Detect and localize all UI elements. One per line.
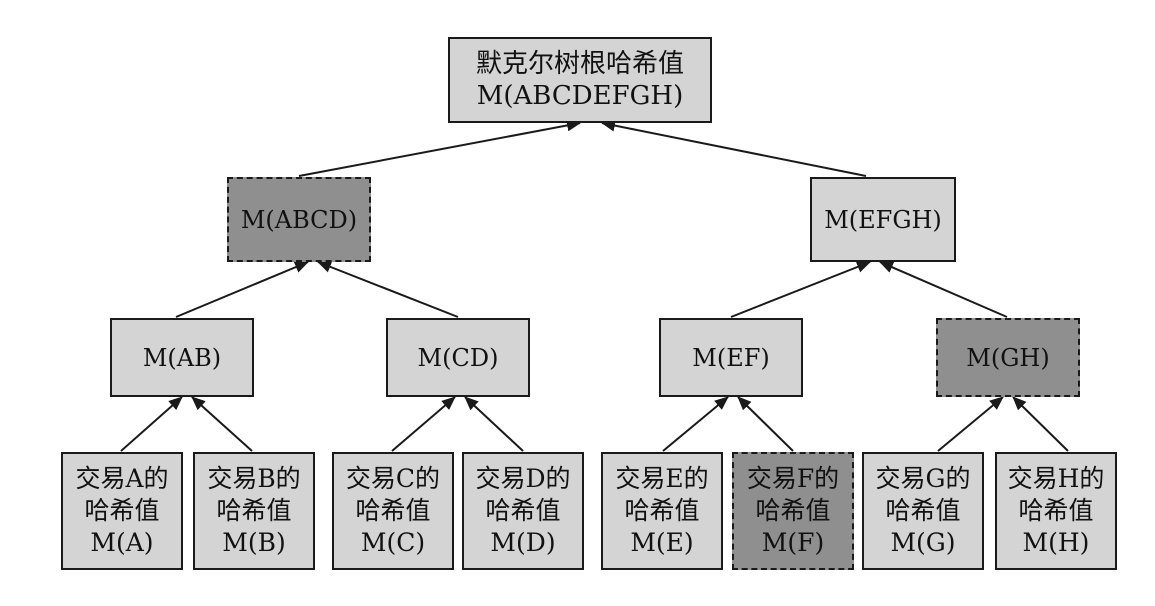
leaf-b-hash: M(B): [222, 528, 286, 557]
node-gh: M(GH): [936, 318, 1080, 397]
node-abcd-label: M(ABCD): [240, 205, 358, 234]
arrow-cd-to-abcd: [317, 261, 459, 318]
leaf-g-hash: M(G): [890, 528, 956, 557]
leaf-a: 交易A的 哈希值 M(A): [61, 452, 183, 570]
node-efgh: M(EFGH): [810, 177, 956, 262]
arrow-ef-to-efgh: [730, 261, 871, 318]
leaf-f-subtitle: 哈希值: [755, 496, 831, 525]
leaf-b-title: 交易B的: [207, 464, 301, 493]
leaf-d-title: 交易D的: [475, 464, 571, 493]
leaf-h-title: 交易H的: [1007, 464, 1105, 493]
node-ab-label: M(AB): [142, 343, 222, 372]
leaf-b-subtitle: 哈希值: [216, 496, 292, 525]
arrow-g-to-gh: [937, 396, 1004, 452]
node-cd-label: M(CD): [417, 343, 499, 372]
leaf-h-hash: M(H): [1022, 528, 1090, 557]
leaf-e-subtitle: 哈希值: [624, 496, 700, 525]
arrow-c-to-cd: [391, 396, 456, 452]
node-cd: M(CD): [386, 318, 530, 397]
arrow-abcd-to-root: [298, 119, 581, 177]
leaf-g-title: 交易G的: [875, 464, 971, 493]
leaf-a-hash: M(A): [90, 528, 154, 557]
leaf-a-title: 交易A的: [75, 464, 169, 493]
node-efgh-label: M(EFGH): [824, 205, 942, 234]
arrow-ab-to-abcd: [175, 261, 309, 318]
arrow-h-to-gh: [1012, 396, 1069, 452]
leaf-d: 交易D的 哈希值 M(D): [462, 452, 584, 570]
leaf-h: 交易H的 哈希值 M(H): [995, 452, 1117, 570]
leaf-c-title: 交易C的: [345, 464, 441, 493]
node-ef-label: M(EF): [692, 343, 770, 372]
leaf-g: 交易G的 哈希值 M(G): [862, 452, 984, 570]
leaf-g-subtitle: 哈希值: [885, 496, 961, 525]
leaf-d-hash: M(D): [490, 528, 556, 557]
leaf-e-hash: M(E): [630, 528, 694, 557]
node-ab: M(AB): [110, 318, 254, 397]
arrow-d-to-cd: [464, 396, 524, 452]
leaf-c-hash: M(C): [360, 528, 426, 557]
leaf-h-subtitle: 哈希值: [1018, 496, 1094, 525]
arrow-gh-to-efgh: [879, 261, 1008, 318]
arrow-e-to-ef: [662, 396, 729, 452]
leaf-a-subtitle: 哈希值: [84, 496, 160, 525]
leaf-c-subtitle: 哈希值: [355, 496, 431, 525]
leaf-d-subtitle: 哈希值: [485, 496, 561, 525]
leaf-e-title: 交易E的: [615, 464, 709, 493]
leaf-e: 交易E的 哈希值 M(E): [601, 452, 723, 570]
arrow-efgh-to-root: [601, 119, 867, 177]
leaf-c: 交易C的 哈希值 M(C): [332, 452, 454, 570]
root-node-title: 默克尔树根哈希值: [475, 48, 684, 79]
leaf-f-title: 交易F的: [746, 464, 840, 493]
arrow-b-to-ab: [191, 396, 253, 452]
leaf-b: 交易B的 哈希值 M(B): [193, 452, 315, 570]
leaf-f: 交易F的 哈希值 M(F): [732, 452, 854, 570]
node-ef: M(EF): [659, 318, 803, 397]
root-node-hash: M(ABCDEFGH): [476, 81, 684, 111]
arrow-f-to-ef: [737, 396, 794, 452]
root-node: 默克尔树根哈希值 M(ABCDEFGH): [448, 37, 712, 123]
node-abcd: M(ABCD): [227, 177, 371, 262]
arrow-a-to-ab: [120, 396, 183, 452]
leaf-f-hash: M(F): [761, 528, 825, 557]
node-gh-label: M(GH): [966, 343, 1050, 372]
